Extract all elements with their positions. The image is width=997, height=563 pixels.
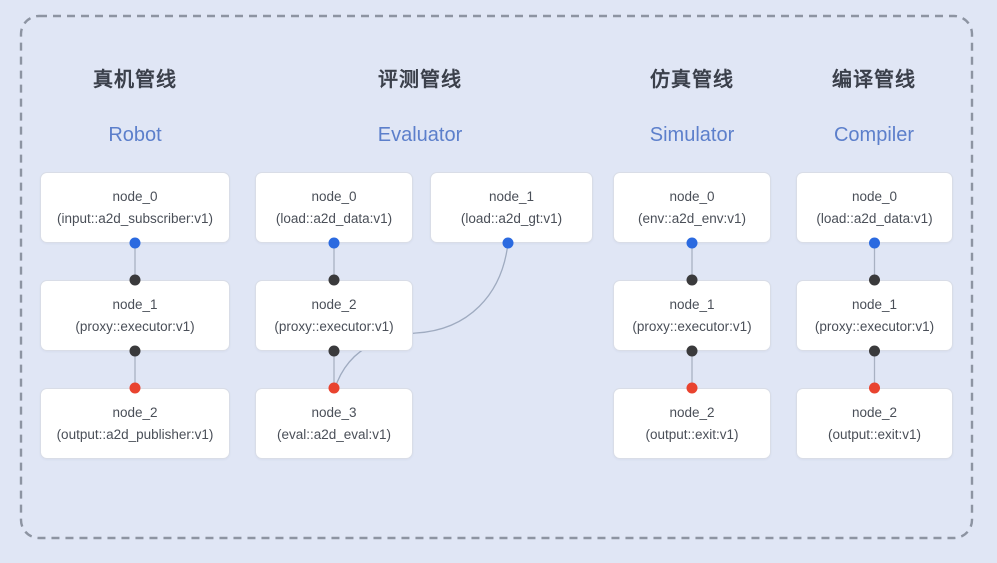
node-card-evaluator-node3: node_3 (eval::a2d_eval:v1) [255,388,413,459]
pipeline-title-zh-robot: 真机管线 [93,69,177,91]
node-sublabel: (output::exit:v1) [827,427,922,442]
node-label: node_0 [112,189,158,204]
node-label: node_0 [851,189,898,204]
node-card-evaluator-node0: node_0 (load::a2d_data:v1) [255,172,413,243]
node-card-simulator-node1: node_1 (proxy::executor:v1) [613,280,771,351]
node-sublabel: (eval::a2d_eval:v1) [276,427,392,442]
node-sublabel: (load::a2d_data:v1) [275,211,393,226]
node-label: node_1 [488,189,535,204]
pipeline-title-zh-compiler: 编译管线 [832,69,916,91]
pipeline-title-en-robot: Robot [108,124,162,146]
pipeline-title-en-compiler: Compiler [833,124,915,146]
node-label: node_2 [311,297,357,312]
node-label: node_2 [669,405,715,420]
node-card-simulator-node0: node_0 (env::a2d_env:v1) [613,172,771,243]
dashed-border [19,14,974,540]
node-label: node_3 [311,405,357,420]
node-card-simulator-node2: node_2 (output::exit:v1) [613,388,771,459]
node-card-compiler-node0: node_0 (load::a2d_data:v1) [796,172,953,243]
node-label: node_0 [669,189,715,204]
node-sublabel: (proxy::executor:v1) [75,319,195,334]
node-sublabel: (load::a2d_gt:v1) [460,211,563,226]
node-card-robot-node0: node_0 (input::a2d_subscriber:v1) [40,172,230,243]
node-label: node_1 [851,297,898,312]
node-sublabel: (env::a2d_env:v1) [637,211,747,226]
node-label: node_1 [112,297,158,312]
node-sublabel: (proxy::executor:v1) [814,319,935,334]
node-label: node_0 [311,189,357,204]
node-sublabel: (proxy::executor:v1) [274,319,394,334]
pipeline-title-zh-evaluator: 评测管线 [378,69,462,91]
node-sublabel: (output::exit:v1) [645,427,739,442]
node-sublabel: (load::a2d_data:v1) [816,211,933,226]
node-card-robot-node1: node_1 (proxy::executor:v1) [40,280,230,351]
node-card-evaluator-node1: node_1 (load::a2d_gt:v1) [430,172,593,243]
node-sublabel: (proxy::executor:v1) [632,319,752,334]
node-label: node_2 [851,405,898,420]
node-label: node_2 [112,405,158,420]
node-sublabel: (output::a2d_publisher:v1) [56,427,214,442]
pipeline-title-en-evaluator: Evaluator [377,124,463,146]
node-card-robot-node2: node_2 (output::a2d_publisher:v1) [40,388,230,459]
node-card-compiler-node2: node_2 (output::exit:v1) [796,388,953,459]
node-card-evaluator-node2: node_2 (proxy::executor:v1) [255,280,413,351]
node-label: node_1 [669,297,715,312]
node-sublabel: (input::a2d_subscriber:v1) [56,211,214,226]
node-card-compiler-node1: node_1 (proxy::executor:v1) [796,280,953,351]
